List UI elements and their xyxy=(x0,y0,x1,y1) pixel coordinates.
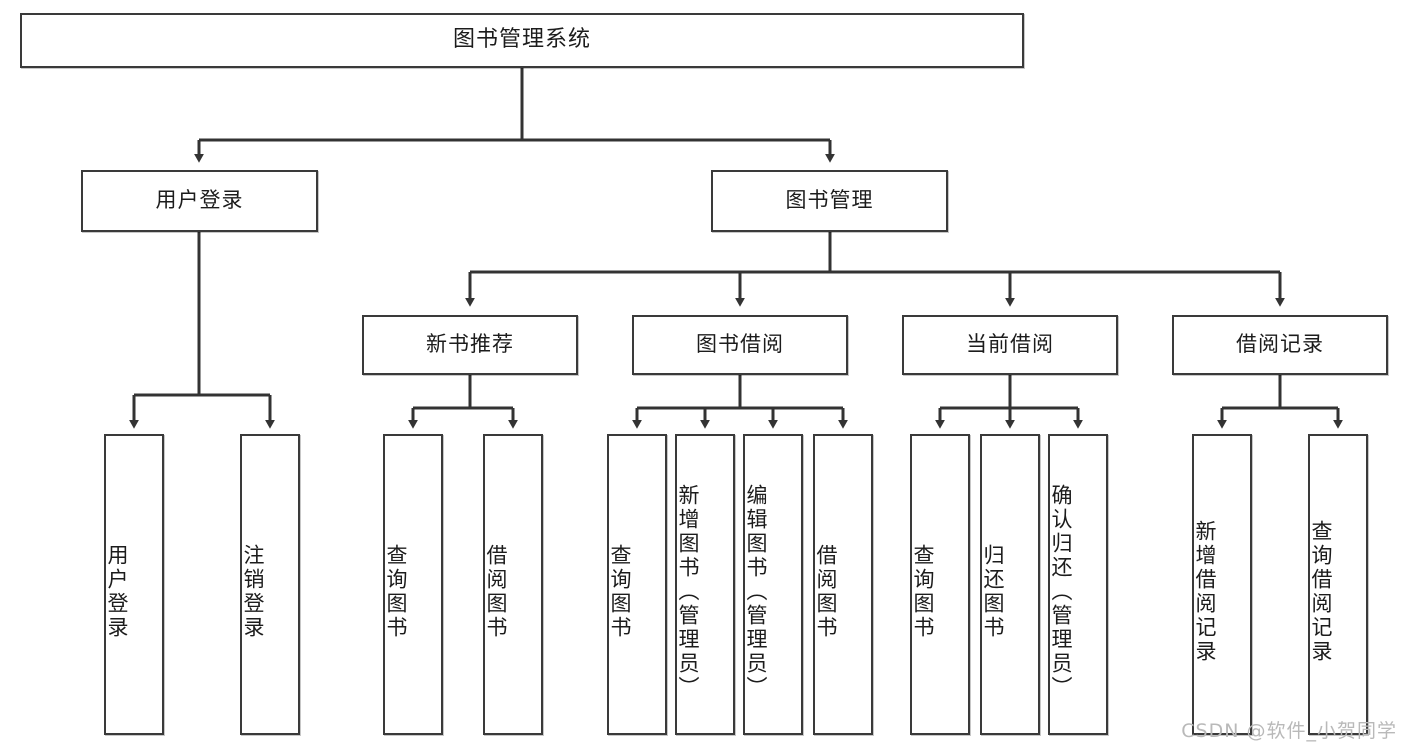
node-label: 查询图书 xyxy=(384,543,408,640)
node-label: 新增图书（管理员） xyxy=(676,483,700,700)
node-label: 查询借阅记录 xyxy=(1309,519,1333,664)
node-label: 编辑图书（管理员） xyxy=(744,483,768,700)
node-label: 新增借阅记录 xyxy=(1193,519,1217,664)
leaf-current-borrow-return[interactable]: 归还图书 xyxy=(980,434,1040,735)
node-label: 用户登录 xyxy=(105,543,129,640)
leaf-borrow-record-add[interactable]: 新增借阅记录 xyxy=(1192,434,1252,735)
leaf-current-borrow-query[interactable]: 查询图书 xyxy=(910,434,970,735)
leaf-book-borrow-query[interactable]: 查询图书 xyxy=(607,434,667,735)
node-label: 图书借阅 xyxy=(696,332,784,357)
node-label: 查询图书 xyxy=(911,543,935,640)
leaf-user-login-logout[interactable]: 注销登录 xyxy=(240,434,300,735)
node-user-login[interactable]: 用户登录 xyxy=(81,170,318,232)
node-label: 图书管理系统 xyxy=(452,27,591,53)
node-root-system[interactable]: 图书管理系统 xyxy=(20,13,1024,68)
watermark-text: CSDN @软件_小贺同学 xyxy=(1181,720,1397,742)
node-label: 新书推荐 xyxy=(426,332,514,357)
node-new-book-recommend[interactable]: 新书推荐 xyxy=(362,315,578,375)
leaf-new-book-borrow[interactable]: 借阅图书 xyxy=(483,434,543,735)
leaf-book-borrow-borrow[interactable]: 借阅图书 xyxy=(813,434,873,735)
node-borrow-record[interactable]: 借阅记录 xyxy=(1172,315,1388,375)
leaf-book-borrow-edit[interactable]: 编辑图书（管理员） xyxy=(743,434,803,735)
leaf-new-book-query[interactable]: 查询图书 xyxy=(383,434,443,735)
node-current-borrow[interactable]: 当前借阅 xyxy=(902,315,1118,375)
node-label: 图书管理 xyxy=(785,188,874,213)
node-label: 归还图书 xyxy=(981,543,1005,640)
node-label: 查询图书 xyxy=(608,543,632,640)
leaf-current-borrow-confirm-return[interactable]: 确认归还（管理员） xyxy=(1048,434,1108,735)
node-label: 注销登录 xyxy=(241,543,265,640)
leaf-user-login-login[interactable]: 用户登录 xyxy=(104,434,164,735)
node-label: 确认归还（管理员） xyxy=(1049,483,1073,700)
node-label: 借阅记录 xyxy=(1236,332,1324,357)
node-label: 当前借阅 xyxy=(966,332,1054,357)
node-label: 借阅图书 xyxy=(814,543,838,640)
node-label: 借阅图书 xyxy=(484,543,508,640)
leaf-book-borrow-add[interactable]: 新增图书（管理员） xyxy=(675,434,735,735)
leaf-borrow-record-query[interactable]: 查询借阅记录 xyxy=(1308,434,1368,735)
node-book-borrow[interactable]: 图书借阅 xyxy=(632,315,848,375)
node-book-management[interactable]: 图书管理 xyxy=(711,170,948,232)
node-label: 用户登录 xyxy=(155,188,244,213)
